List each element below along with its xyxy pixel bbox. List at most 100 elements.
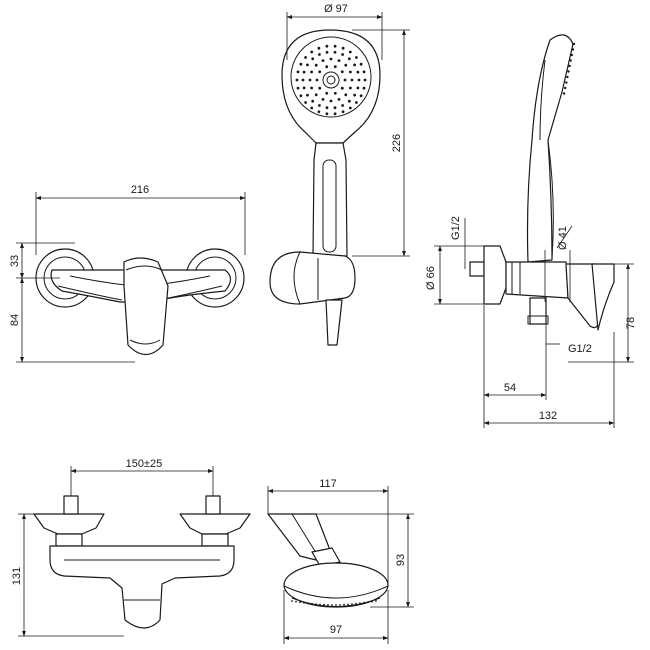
- nozzle-dot: [295, 78, 299, 82]
- hand-shower-view: Ø 97 226: [269, 3, 410, 346]
- nozzle-dot: [357, 78, 361, 82]
- dim-side-outlet-thread: G1/2: [568, 343, 592, 355]
- front-mixer-body: [35, 248, 245, 356]
- nozzle-dot: [311, 57, 315, 61]
- nozzle-dot: [348, 106, 352, 110]
- side-nozzle-pattern: [562, 42, 576, 95]
- dim-plan-height: 93: [395, 554, 407, 566]
- nozzle-dot: [337, 59, 341, 62]
- nozzle-dot: [348, 50, 352, 54]
- nozzle-dot: [333, 106, 337, 110]
- nozzle-dot: [355, 56, 358, 59]
- nozzle-dot: [314, 93, 318, 97]
- bottom-mixer-body: [33, 495, 251, 629]
- hand-shower-dimensions: Ø 97 226: [286, 3, 410, 257]
- nozzle-dot: [331, 604, 333, 606]
- hand-shower-handle: [312, 142, 348, 257]
- plan-view: 117 93 97: [267, 478, 414, 644]
- dim-head-diameter: Ø 97: [324, 3, 348, 15]
- nozzle-dot: [340, 70, 344, 74]
- dim-side-depth: 132: [539, 410, 557, 422]
- nozzle-dot: [343, 78, 347, 82]
- nozzle-dot: [572, 42, 576, 46]
- nozzle-dot: [341, 104, 344, 107]
- side-view: G1/2 Ø 66 Ø 41 G1/2 78 54 132: [425, 34, 637, 428]
- nozzle-dot: [321, 98, 325, 101]
- nozzle-dot: [325, 50, 329, 54]
- wall-holder: [269, 251, 356, 346]
- nozzle-dot: [318, 104, 321, 107]
- nozzle-dot: [347, 99, 351, 103]
- nozzle-dot: [333, 50, 337, 54]
- nozzle-dot: [333, 112, 337, 116]
- nozzle-dot: [569, 59, 572, 62]
- nozzle-dot: [562, 92, 566, 95]
- nozzle-dot: [310, 50, 314, 54]
- nozzle-dot: [349, 70, 352, 74]
- plan-dimensions: 117 93 97: [267, 478, 414, 644]
- nozzle-dot: [341, 46, 345, 50]
- nozzle-dot: [565, 81, 568, 84]
- nozzle-dot: [362, 86, 366, 90]
- nozzle-dot: [337, 98, 341, 101]
- nozzle-dot: [375, 600, 377, 602]
- nozzle-dot: [318, 86, 322, 90]
- nozzle-dot: [318, 70, 322, 74]
- nozzle-dot: [363, 601, 365, 604]
- dim-side-outlet-offset: 54: [504, 382, 516, 394]
- dim-side-inlet-thread: G1/2: [450, 216, 462, 240]
- nozzle-dot: [333, 91, 337, 95]
- nozzle-dot: [567, 70, 570, 73]
- nozzle-dot: [355, 602, 357, 605]
- dim-front-lower: 84: [9, 314, 21, 326]
- dim-bottom-centers: 150±25: [126, 458, 163, 470]
- nozzle-dot: [311, 99, 315, 103]
- nozzle-dot: [356, 70, 360, 74]
- nozzle-dot: [333, 44, 337, 48]
- nozzle-dot: [355, 101, 358, 104]
- nozzle-dot: [570, 53, 573, 57]
- nozzle-dot: [291, 600, 293, 602]
- nozzle-dot: [303, 601, 305, 604]
- nozzle-dot: [295, 600, 297, 603]
- nozzle-dot: [325, 112, 329, 116]
- nozzle-dot: [301, 78, 305, 82]
- nozzle-dot: [307, 602, 309, 605]
- nozzle-dot: [306, 93, 309, 97]
- nozzle-dot: [340, 86, 344, 90]
- nozzle-dot: [344, 93, 348, 97]
- nozzle-dot: [323, 603, 325, 606]
- nozzle-dot: [568, 64, 571, 68]
- nozzle-dot: [353, 63, 356, 67]
- hand-shower-head: [281, 29, 381, 144]
- nozzle-dot: [371, 600, 373, 603]
- nozzle-dot: [304, 101, 307, 104]
- nozzle-dot: [325, 65, 329, 69]
- dim-side-height: 78: [625, 317, 637, 329]
- nozzle-dot: [311, 602, 313, 605]
- nozzle-dot: [302, 86, 306, 90]
- nozzle-dot: [564, 86, 567, 90]
- front-dimensions: 216 33 84: [9, 184, 246, 363]
- nozzle-dot: [359, 62, 363, 66]
- nozzle-dot: [341, 110, 345, 114]
- nozzle-dot: [350, 78, 354, 82]
- nozzle-dot: [347, 57, 351, 61]
- nozzle-dot: [317, 46, 321, 50]
- nozzle-dot: [315, 603, 317, 605]
- nozzle-dot: [299, 62, 303, 66]
- nozzle-dot: [356, 86, 360, 90]
- nozzle-dot: [343, 603, 345, 606]
- nozzle-dot: [318, 53, 321, 56]
- nozzle-dot: [325, 44, 329, 48]
- dim-plan-head-width: 97: [330, 624, 342, 636]
- nozzle-dot: [353, 93, 356, 97]
- nozzle-dot: [310, 86, 313, 90]
- plan-shower: [267, 513, 389, 608]
- bottom-view: 150±25 131: [11, 458, 251, 637]
- nozzle-dot: [344, 63, 348, 67]
- side-dimensions: G1/2 Ø 66 Ø 41 G1/2 78 54 132: [425, 216, 637, 428]
- dim-bottom-height: 131: [11, 567, 23, 585]
- nozzle-dot: [310, 106, 314, 110]
